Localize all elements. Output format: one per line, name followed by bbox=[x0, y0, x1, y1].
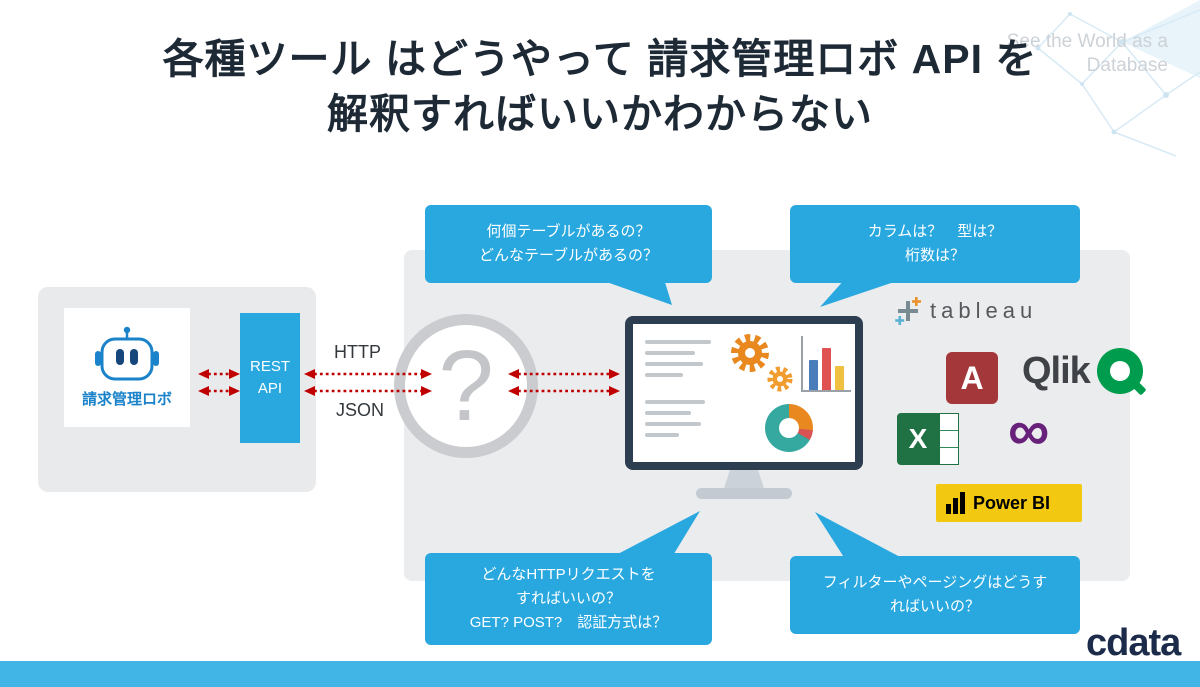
qlik-wordmark: Qlik bbox=[1022, 349, 1091, 392]
question-mark: ? bbox=[438, 330, 494, 442]
robot-product-card: 請求管理ロボ bbox=[64, 308, 190, 427]
monitor-screen bbox=[633, 324, 855, 462]
title-line1: 各種ツール はどうやって 請求管理ロボ API を bbox=[162, 36, 1038, 82]
qlik-icon bbox=[1096, 348, 1147, 396]
monitor-stand bbox=[724, 470, 764, 488]
http-label: HTTP bbox=[334, 342, 381, 362]
bubble-columns-question: カラムは？ 型は？ 桁数は？ bbox=[790, 205, 1080, 283]
pie-chart-icon bbox=[765, 404, 813, 452]
bar-chart-icon bbox=[801, 336, 851, 392]
watermark-line2: Database bbox=[1086, 54, 1168, 76]
bubble-http-request-question: どんなHTTPリクエストを すればいいの？ GET? POST? 認証方式は？ bbox=[425, 553, 712, 645]
gear-icon bbox=[731, 334, 769, 372]
powerbi-wordmark: Power BI bbox=[973, 492, 1051, 513]
excel-grid bbox=[939, 413, 959, 465]
watermark: See the World as a Database bbox=[1007, 30, 1168, 78]
text-lines-icon bbox=[645, 400, 715, 444]
tableau-icon bbox=[895, 297, 921, 325]
title-line2: 解釈すればいいかわからない bbox=[327, 91, 873, 138]
robot-icon bbox=[95, 326, 159, 381]
tableau-logo: tableau bbox=[894, 297, 1037, 325]
rest-api-box: REST API bbox=[240, 313, 300, 443]
bubble-filter-paging-question: フィルターやページングはどうす ればいいの？ bbox=[790, 556, 1080, 634]
monitor-stand-base bbox=[696, 488, 792, 499]
excel-letter: X bbox=[908, 423, 928, 454]
robot-product-label: 請求管理ロボ bbox=[81, 391, 172, 408]
powerbi-logo: Power BI bbox=[936, 484, 1082, 522]
json-label: JSON bbox=[336, 400, 385, 420]
rest-api-line2: API bbox=[257, 380, 283, 397]
monitor-illustration bbox=[625, 316, 863, 470]
access-letter: A bbox=[960, 359, 984, 396]
bottom-accent-bar bbox=[0, 661, 1200, 687]
watermark-line1: See the World as a bbox=[1006, 31, 1168, 52]
source-panel: 請求管理ロボ REST API bbox=[38, 287, 316, 492]
visual-studio-icon: ∞ bbox=[1008, 398, 1050, 463]
cdata-logo: cdata bbox=[1086, 622, 1181, 664]
access-icon: A bbox=[946, 352, 998, 404]
rest-api-line1: REST bbox=[249, 357, 290, 375]
excel-icon: X bbox=[897, 413, 959, 465]
unknown-interpretation-circle: ? bbox=[394, 314, 538, 458]
qlik-logo: Qlik bbox=[1022, 348, 1147, 396]
bubble-tables-question: 何個テーブルがあるの？ どんなテーブルがあるの？ bbox=[425, 205, 712, 283]
page-title: 各種ツール はどうやって 請求管理ロボ API を 解釈すればいいかわからない bbox=[0, 32, 1200, 143]
gear-icon bbox=[767, 366, 793, 392]
powerbi-icon bbox=[946, 492, 965, 514]
tableau-wordmark: tableau bbox=[930, 298, 1038, 323]
network-decoration bbox=[1035, 0, 1200, 157]
text-lines-icon bbox=[645, 340, 715, 384]
